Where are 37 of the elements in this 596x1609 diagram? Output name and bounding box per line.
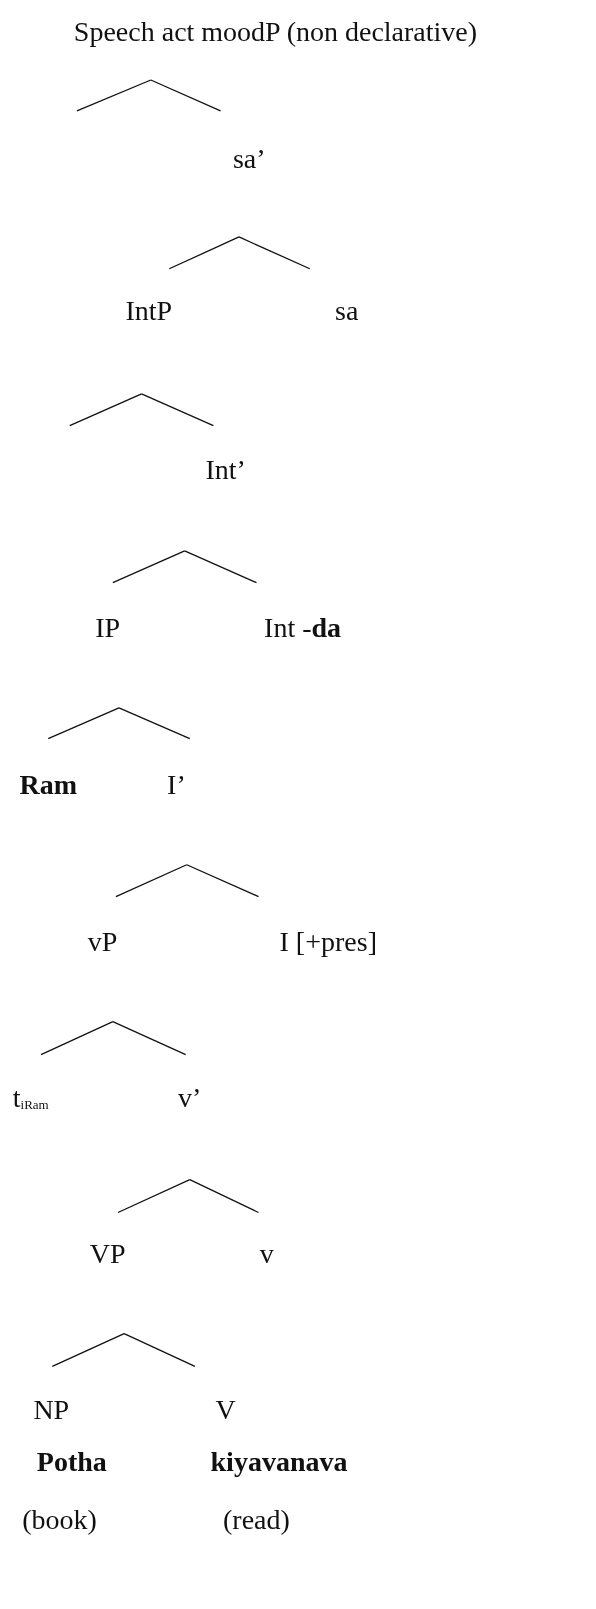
gloss-label: (read) <box>223 1504 290 1536</box>
tree-node-label: v’ <box>178 1082 202 1113</box>
word-label: Potha <box>36 1446 107 1478</box>
tree-node-label: v <box>259 1238 274 1269</box>
tree-branch <box>112 550 186 584</box>
tree-node-label: Speech act moodP (non declarative) <box>73 16 478 48</box>
tree-branch <box>140 393 214 427</box>
tree-branch <box>168 236 240 270</box>
tree-branch <box>117 1179 191 1214</box>
tree-node-label: I’ <box>167 769 186 801</box>
tree-branch <box>51 1332 125 1368</box>
tree-node-label: Int -da <box>264 612 342 644</box>
tree-node-label: NP <box>33 1395 70 1426</box>
tree-node-label: IP <box>95 612 121 644</box>
tree-branch <box>115 864 188 898</box>
tree-node-label: IntP <box>125 295 173 327</box>
tree-node-label: t$_{iRam}$ <box>12 1082 49 1113</box>
tree-branch <box>184 550 258 584</box>
tree-node-label: sa <box>335 295 359 327</box>
tree-branch <box>47 707 120 740</box>
tree-branch <box>40 1021 114 1056</box>
tree-node-label: V <box>215 1395 236 1426</box>
tree-branch <box>150 79 222 112</box>
tree-node-label: vP <box>87 926 118 958</box>
tree-node-label: Ram <box>19 769 77 801</box>
tree-branch <box>123 1332 196 1368</box>
tree-node-label: sa’ <box>232 143 266 175</box>
tree-branch <box>118 707 191 740</box>
tree-node-label: VP <box>89 1238 126 1269</box>
gloss-label: (book) <box>22 1504 97 1536</box>
tree-node-label: Int’ <box>205 454 246 486</box>
word-label: kiyavanava <box>210 1446 348 1478</box>
tree-branch <box>238 236 311 270</box>
tree-node-label: I [+pres] <box>279 926 377 958</box>
tree-branch <box>186 864 260 898</box>
tree-branch <box>189 1179 260 1214</box>
tree-branch <box>112 1021 187 1056</box>
